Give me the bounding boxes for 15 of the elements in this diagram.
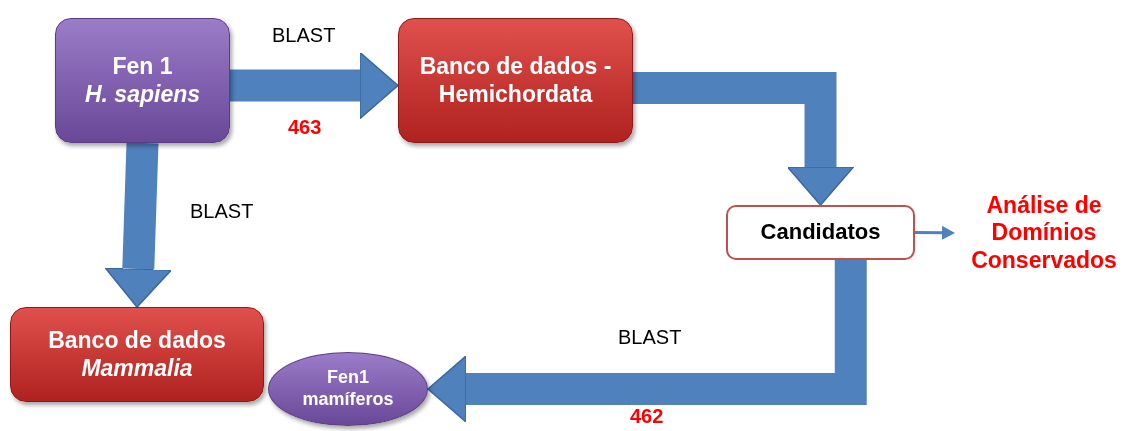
edge-label: BLAST: [272, 24, 336, 47]
result-text: Análise de Domínios Conservados: [955, 178, 1133, 288]
process-box: Candidatos: [726, 205, 915, 260]
result-ellipse: Fen1 mamíferos: [268, 352, 428, 426]
arrow: [915, 225, 955, 240]
block-arrow: [104, 142, 172, 308]
database-box: Banco de dados - Hemichordata: [398, 18, 633, 143]
process-box: Fen 1 H. sapiens: [55, 18, 230, 143]
block-arrow: [230, 51, 399, 120]
edge-label: BLAST: [618, 326, 682, 349]
block-arrow: [633, 72, 855, 206]
count-label: 462: [630, 405, 664, 428]
count-label: 463: [288, 116, 322, 139]
edge-label: BLAST: [190, 200, 254, 223]
database-box: Banco de dados Mammalia: [10, 307, 264, 402]
